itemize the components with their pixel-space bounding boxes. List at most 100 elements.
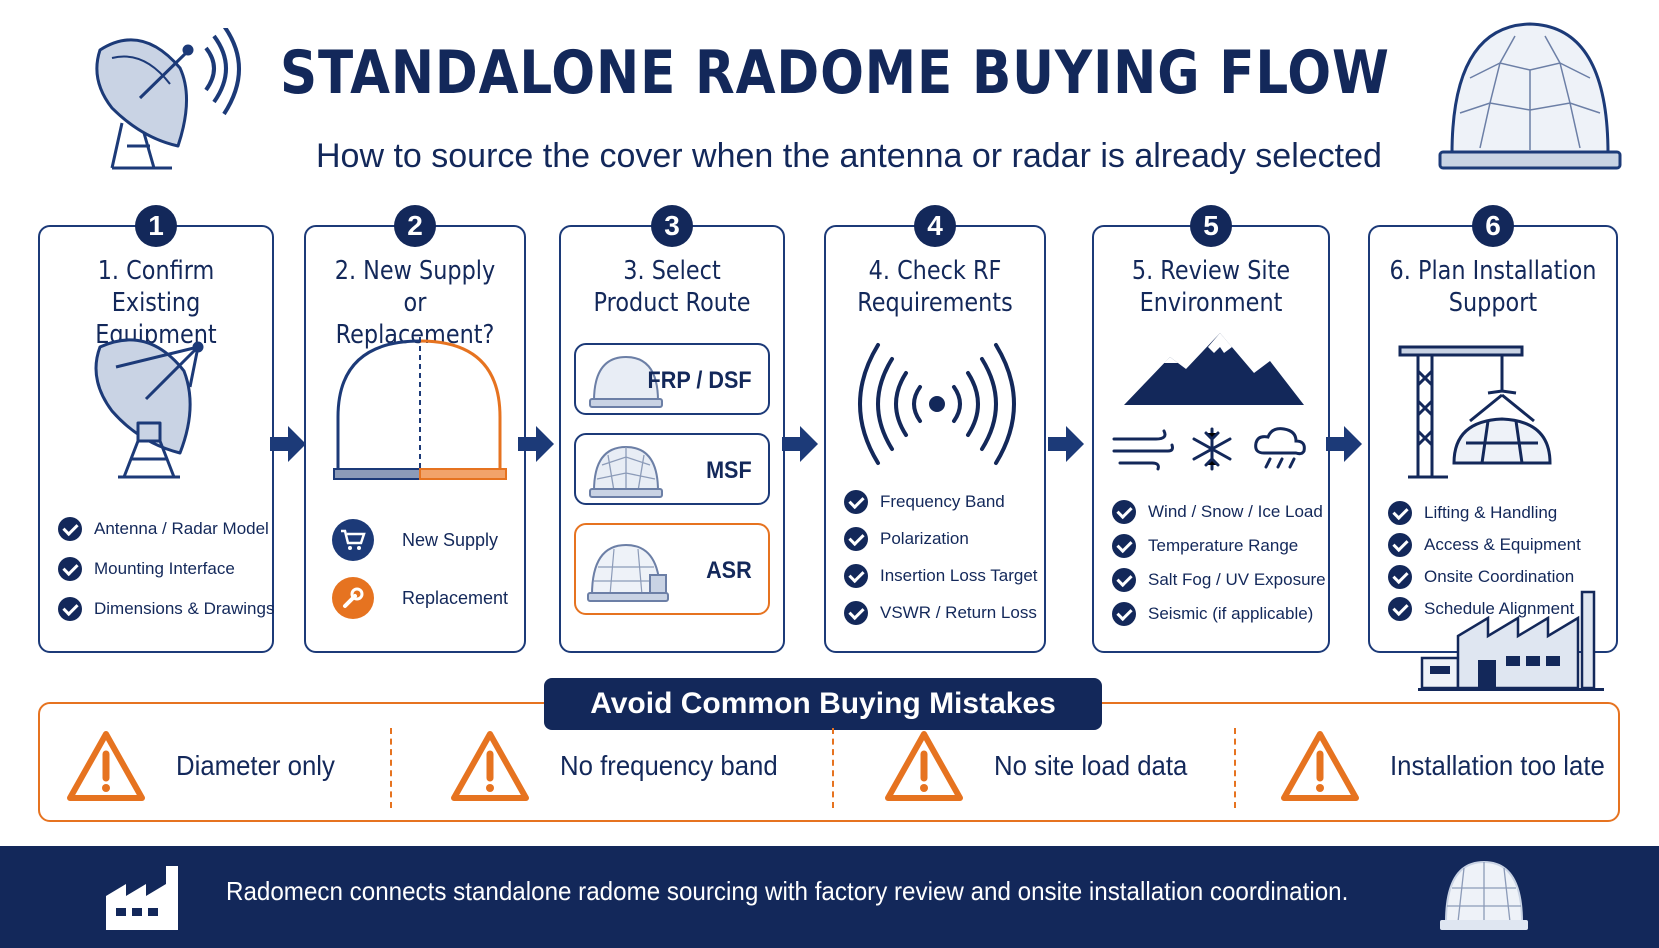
route-label: FRP / DSF: [647, 367, 752, 394]
step-4-number: 4: [914, 205, 956, 247]
step-5-title-line1: 5. Review Site: [1131, 256, 1291, 286]
satellite-dish-icon: [94, 338, 204, 479]
footer-banner: Radomecn connects standalone radome sour…: [0, 846, 1659, 948]
list-item: Salt Fog / UV Exposure: [1112, 563, 1326, 597]
mistake-label: No site load data: [994, 750, 1188, 781]
route-frp-dsf: FRP / DSF: [574, 343, 770, 415]
check-icon: [1112, 534, 1136, 558]
step-1-checklist: Antenna / Radar Model Mounting Interface…: [58, 509, 274, 629]
half-dome-comparison-icon: [333, 337, 507, 480]
step-6-title-line2: Support: [1448, 288, 1538, 318]
list-item: Wind / Snow / Ice Load: [1112, 495, 1326, 529]
check-icon: [1112, 568, 1136, 592]
list-item: Frequency Band: [844, 483, 1038, 520]
step-4-title-line2: Requirements: [857, 288, 1013, 318]
check-icon: [58, 557, 82, 581]
geodesic-dome-icon: [589, 445, 663, 498]
route-msf: MSF: [574, 433, 770, 505]
arrow-right-icon: [270, 426, 306, 462]
step-2-title-line1: 2. New Supply or: [334, 256, 496, 318]
mistake-item: Diameter only: [66, 726, 349, 806]
step-5-title-line2: Environment: [1139, 288, 1283, 318]
warning-icon: [1281, 731, 1359, 801]
mistake-label: Installation too late: [1390, 750, 1605, 781]
step-5-checklist: Wind / Snow / Ice Load Temperature Range…: [1112, 495, 1326, 631]
satellite-dish-icon: [95, 28, 241, 170]
mistake-item: No frequency band: [450, 726, 797, 806]
mistake-label: Diameter only: [176, 750, 335, 781]
warning-icon: [67, 731, 145, 801]
check-icon: [1388, 533, 1412, 557]
list-item: Onsite Coordination: [1388, 561, 1581, 593]
step-6-title-line1: 6. Plan Installation: [1389, 256, 1597, 286]
list-item: Polarization: [844, 520, 1038, 557]
step-3-title: 3. Select Product Route: [577, 255, 768, 319]
step-3-number: 3: [651, 205, 693, 247]
mistake-label: No frequency band: [560, 750, 778, 781]
geodesic-dome-icon: [1438, 22, 1622, 170]
check-icon: [844, 526, 868, 551]
step-1-title-line1: 1. Confirm: [97, 256, 215, 286]
step-6-number: 6: [1472, 205, 1514, 247]
step-6-card: 6 6. Plan Installation Support Lifting &…: [1368, 205, 1618, 653]
rain-cloud-icon: [1254, 427, 1306, 469]
mistake-item: Installation too late: [1280, 726, 1624, 806]
check-icon: [1388, 597, 1412, 621]
check-icon: [844, 563, 868, 588]
route-label: ASR: [706, 557, 752, 584]
warning-icon: [451, 731, 529, 801]
factory-icon: [1418, 590, 1604, 691]
step-5-number: 5: [1190, 205, 1232, 247]
check-icon: [1388, 501, 1412, 525]
wind-icon: [1112, 429, 1174, 471]
step-3-title-line2: Product Route: [593, 288, 751, 318]
route-asr: ASR: [574, 523, 770, 615]
list-item: Dimensions & Drawings: [58, 589, 274, 629]
divider: [390, 728, 392, 808]
smooth-dome-icon: [589, 355, 663, 408]
check-icon: [1112, 602, 1136, 626]
step-2-card: 2 2. New Supply or Replacement? New Supp…: [304, 205, 526, 653]
list-item: Temperature Range: [1112, 529, 1326, 563]
list-item: Mounting Interface: [58, 549, 274, 589]
list-item: Access & Equipment: [1388, 529, 1581, 561]
step-6-title: 6. Plan Installation Support: [1387, 255, 1599, 319]
check-icon: [1388, 565, 1412, 589]
step-4-title-line1: 4. Check RF: [868, 256, 1002, 286]
rf-signal-icon: [858, 343, 1016, 465]
step-5-card: 5 5. Review Site Environment Wind / Snow…: [1092, 205, 1330, 653]
step-2-title-line2: Replacement?: [335, 320, 495, 350]
arrow-right-icon: [1326, 426, 1362, 462]
step-4-checklist: Frequency Band Polarization Insertion Lo…: [844, 483, 1038, 631]
list-item: Schedule Alignment: [1388, 593, 1581, 625]
step-1-card: 1 1. Confirm Existing Equipment Antenna …: [38, 205, 274, 653]
arrow-right-icon: [518, 426, 554, 462]
wrench-icon: [332, 577, 374, 619]
check-icon: [844, 600, 868, 625]
snowflake-icon: [1192, 427, 1232, 471]
step-2-number: 2: [394, 205, 436, 247]
list-item: Lifting & Handling: [1388, 497, 1581, 529]
check-icon: [844, 489, 868, 514]
arrow-right-icon: [782, 426, 818, 462]
step-2-title: 2. New Supply or Replacement?: [321, 255, 508, 351]
factory-icon: [106, 866, 178, 930]
cart-icon: [332, 519, 374, 561]
list-item: Antenna / Radar Model: [58, 509, 274, 549]
radar-dome-icon: [587, 543, 669, 602]
crane-icon: [1398, 345, 1552, 479]
step-3-title-line1: 3. Select: [623, 256, 721, 286]
list-item: VSWR / Return Loss: [844, 594, 1038, 631]
step-1-number: 1: [135, 205, 177, 247]
list-item: Seismic (if applicable): [1112, 597, 1326, 631]
mistake-item: No site load data: [884, 726, 1204, 806]
footer-text: Radomecn connects standalone radome sour…: [226, 876, 1349, 906]
arrow-right-icon: [1048, 426, 1084, 462]
step-5-title: 5. Review Site Environment: [1110, 255, 1311, 319]
divider: [832, 728, 834, 808]
mistakes-title: Avoid Common Buying Mistakes: [544, 678, 1102, 730]
mountain-icon: [1124, 333, 1304, 405]
route-label: MSF: [706, 457, 752, 484]
option-replacement: Replacement: [332, 577, 508, 619]
list-item: Insertion Loss Target: [844, 557, 1038, 594]
